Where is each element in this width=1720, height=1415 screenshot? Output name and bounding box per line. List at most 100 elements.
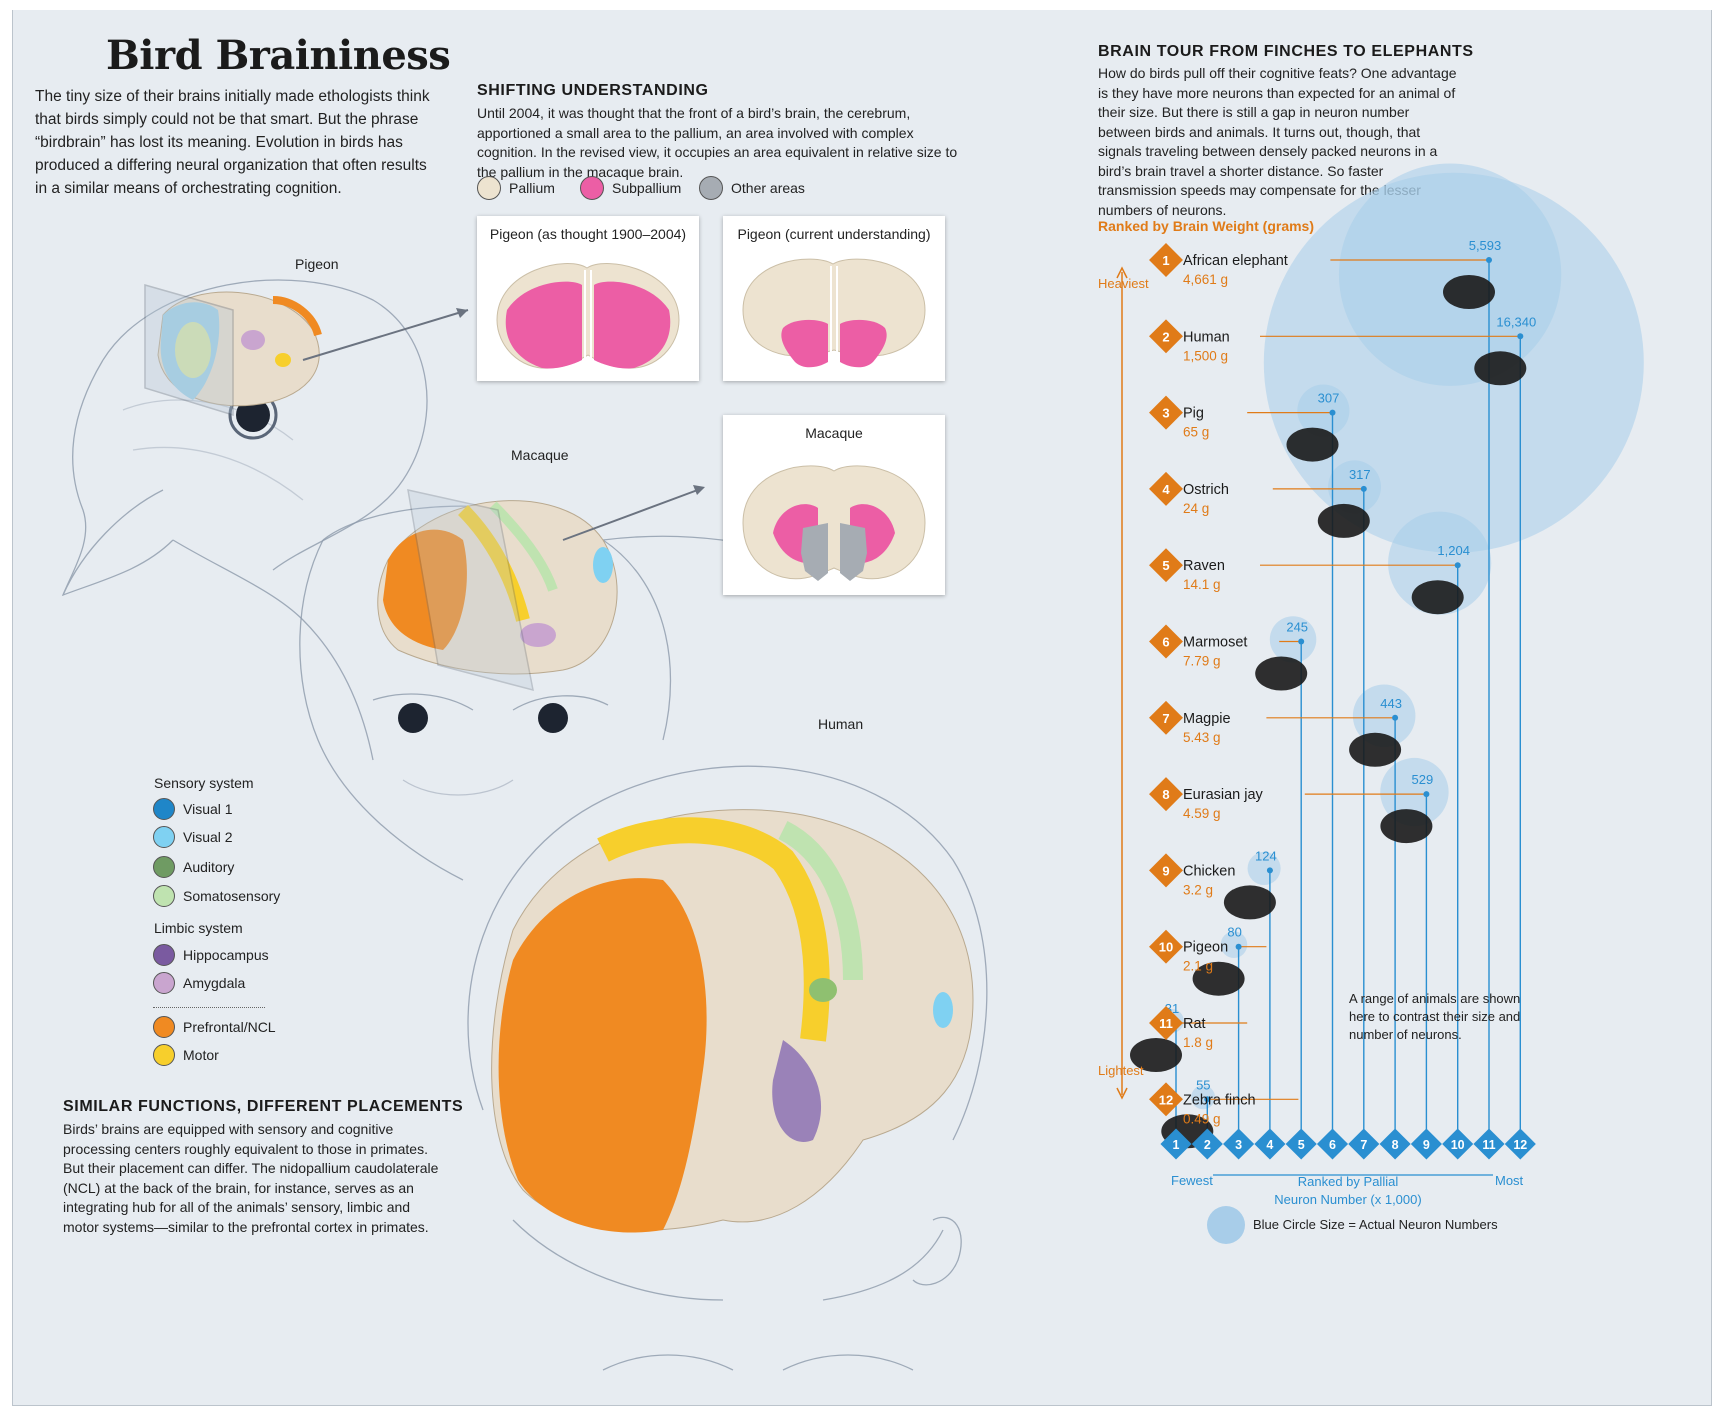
neuron-value-label-12: 55 <box>1196 1077 1210 1092</box>
weight-rank-label-5: 5 <box>1162 558 1169 573</box>
animal-silhouette-2 <box>1474 351 1527 386</box>
weight-axis-arrow-down <box>1116 1087 1128 1100</box>
neuron-rank-marker-1 <box>1160 1128 1192 1160</box>
weight-rank-marker-6 <box>1149 624 1183 659</box>
visual2-swatch <box>153 826 175 848</box>
legend-item-prefrontal: Prefrontal/NCL <box>153 1016 276 1038</box>
neuron-value-label-3: 307 <box>1318 391 1340 406</box>
pigeon-arrow <box>302 309 469 361</box>
key-pallium: Pallium <box>477 176 555 200</box>
neuron-value-label-5: 1,204 <box>1437 543 1470 558</box>
animal-silhouette-10 <box>1192 961 1245 996</box>
neuron-rank-marker-3 <box>1223 1128 1255 1160</box>
macaque-arrow <box>562 487 704 541</box>
weight-rank-marker-1 <box>1149 243 1183 277</box>
animal-name-label-7: Magpie <box>1183 711 1231 727</box>
animal-weight-label-1: 4,661 g <box>1183 272 1228 287</box>
weight-rank-label-10: 10 <box>1159 940 1173 955</box>
legend-sensory-title: Sensory system <box>154 775 254 791</box>
animal-name-label-12: Zebra finch <box>1183 1092 1256 1108</box>
weight-rank-marker-12 <box>1149 1082 1183 1117</box>
other-areas-swatch <box>699 176 723 200</box>
neuron-circle-9 <box>1247 851 1281 885</box>
legend-item-hippocampus: Hippocampus <box>153 944 269 966</box>
neuron-rank-marker-5 <box>1285 1128 1317 1160</box>
animal-name-label-5: Raven <box>1183 558 1225 574</box>
weight-rank-label-4: 4 <box>1162 482 1170 497</box>
legend-item-visual1: Visual 1 <box>153 798 233 820</box>
weight-rank-label-11: 11 <box>1159 1016 1173 1031</box>
neuron-circle-5 <box>1388 511 1492 615</box>
animal-weight-label-4: 24 g <box>1183 501 1209 516</box>
neuron-rank-label-8: 8 <box>1392 1138 1399 1152</box>
neuron-rank-marker-8 <box>1379 1128 1411 1160</box>
shifting-understanding-heading: SHIFTING UNDERSTANDING <box>477 82 709 99</box>
animal-weight-label-10: 2.1 g <box>1183 959 1213 974</box>
animal-weight-label-5: 14.1 g <box>1183 577 1221 592</box>
animal-weight-label-3: 65 g <box>1183 425 1209 440</box>
legend-item-visual2: Visual 2 <box>153 826 233 848</box>
weight-rank-marker-5 <box>1149 548 1183 583</box>
neuron-rank-marker-4 <box>1254 1128 1286 1160</box>
neuron-point-7 <box>1392 714 1399 721</box>
ranked-neuron-label: Ranked by Pallial Neuron Number (x 1,000… <box>1253 1173 1443 1209</box>
neuron-rank-label-12: 12 <box>1513 1138 1527 1152</box>
weight-rank-label-9: 9 <box>1162 863 1169 878</box>
intro-text: The tiny size of their brains initially … <box>35 88 430 197</box>
neuron-value-label-1: 5,593 <box>1469 238 1502 253</box>
visual1-swatch <box>153 798 175 820</box>
pallium-swatch <box>477 176 501 200</box>
card-macaque: Macaque <box>723 415 945 595</box>
animal-name-label-10: Pigeon <box>1183 940 1228 956</box>
label-pigeon: Pigeon <box>295 256 339 272</box>
weight-rank-label-2: 2 <box>1162 329 1169 344</box>
animal-name-label-11: Rat <box>1183 1016 1206 1032</box>
weight-rank-label-6: 6 <box>1162 635 1169 650</box>
auditory-swatch <box>153 856 175 878</box>
neuron-point-2 <box>1517 333 1524 340</box>
neuron-rank-marker-11 <box>1473 1128 1505 1160</box>
neuron-rank-marker-12 <box>1504 1128 1536 1160</box>
amygdala-swatch <box>153 972 175 994</box>
animal-silhouette-11 <box>1130 1038 1182 1072</box>
legend-limbic-title: Limbic system <box>154 920 243 936</box>
animal-weight-label-7: 5.43 g <box>1183 730 1221 745</box>
infographic-page: Bird Braininess The tiny size of their b… <box>12 10 1712 1406</box>
animal-silhouette-4 <box>1317 503 1370 538</box>
neuron-circle-7 <box>1352 684 1416 748</box>
animal-silhouette-5 <box>1411 580 1464 615</box>
neuron-value-label-2: 16,340 <box>1496 314 1536 329</box>
legend-item-amygdala: Amygdala <box>153 972 245 994</box>
weight-rank-marker-2 <box>1149 319 1183 354</box>
neuron-rank-marker-6 <box>1316 1128 1349 1160</box>
animal-silhouette-1 <box>1443 275 1495 309</box>
macaque-eye-right-icon <box>538 703 568 733</box>
circle-key-swatch <box>1207 1206 1245 1244</box>
neuron-rank-label-1: 1 <box>1173 1138 1180 1152</box>
neuron-point-3 <box>1329 409 1336 416</box>
weight-rank-label-1: 1 <box>1162 253 1169 268</box>
animal-silhouette-8 <box>1380 809 1433 844</box>
animal-name-label-4: Ostrich <box>1183 482 1229 498</box>
neuron-point-8 <box>1423 791 1430 798</box>
page-title: Bird Braininess <box>106 32 451 79</box>
neuron-circle-3 <box>1297 384 1350 437</box>
prefrontal-swatch <box>153 1016 175 1038</box>
ranked-weight-label: Ranked by Brain Weight (grams) <box>1098 218 1315 234</box>
card-pigeon-old: Pigeon (as thought 1900–2004) <box>477 216 699 381</box>
neuron-rank-marker-2 <box>1191 1128 1223 1160</box>
neuron-value-label-10: 80 <box>1227 925 1241 940</box>
legend-item-somatosensory: Somatosensory <box>153 885 280 907</box>
neuron-value-label-7: 443 <box>1380 696 1402 711</box>
card-pigeon-current: Pigeon (current understanding) <box>723 216 945 381</box>
neuron-value-label-8: 529 <box>1412 772 1434 787</box>
animal-weight-label-8: 4.59 g <box>1183 806 1221 821</box>
animal-name-label-1: African elephant <box>1183 253 1288 269</box>
neuron-circle-10 <box>1220 931 1248 958</box>
legend-item-auditory: Auditory <box>153 856 234 878</box>
neuron-point-6 <box>1298 638 1305 645</box>
animal-name-label-9: Chicken <box>1183 863 1235 879</box>
brain-illustration <box>61 279 988 1371</box>
ranked-neuron-label-line2: Neuron Number (x 1,000) <box>1274 1192 1422 1207</box>
